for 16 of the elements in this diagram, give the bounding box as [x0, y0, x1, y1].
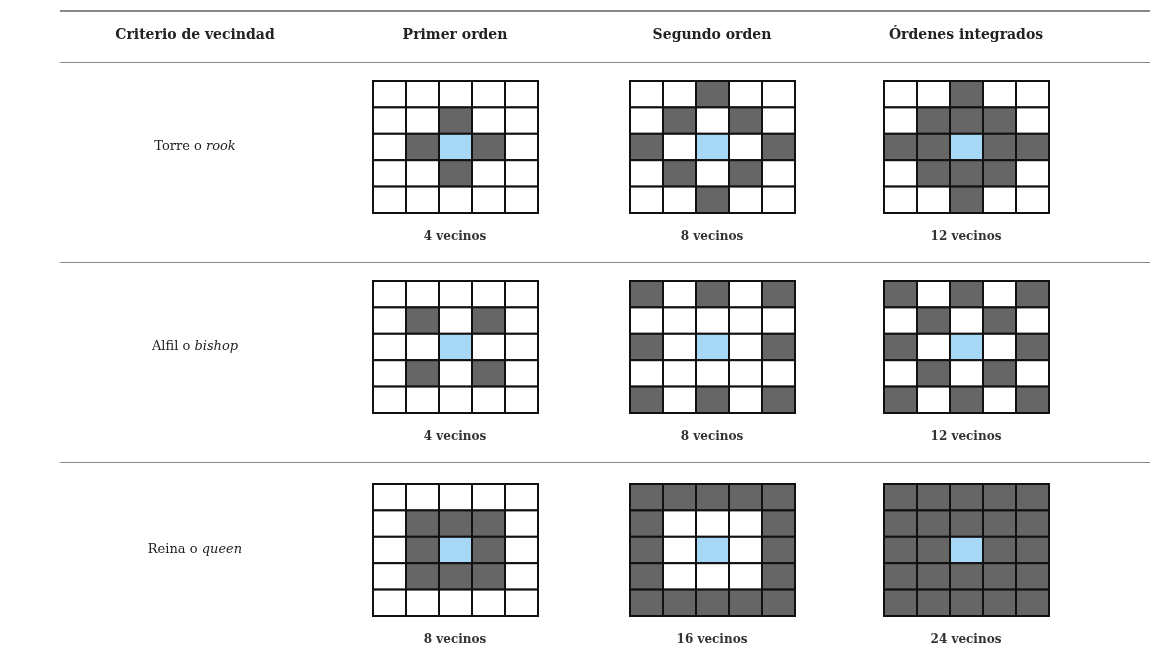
column-header: Segundo orden	[652, 26, 772, 42]
column-header: Órdenes integrados	[888, 26, 1044, 42]
row-label: Alfil o bishop	[151, 338, 239, 353]
neighbor-count: 8 vecinos	[423, 632, 487, 646]
neighbor-count: 24 vecinos	[930, 632, 1002, 646]
row-label: Torre o rook	[154, 138, 236, 153]
neighbor-count: 8 vecinos	[680, 229, 744, 243]
neighbor-count: 4 vecinos	[423, 429, 487, 443]
neighbor-count: 12 vecinos	[930, 229, 1002, 243]
neighbor-count: 8 vecinos	[680, 429, 744, 443]
neighbor-count: 4 vecinos	[423, 229, 487, 243]
neighbor-count: 16 vecinos	[676, 632, 748, 646]
column-header: Criterio de vecindad	[115, 26, 275, 42]
neighbor-count: 12 vecinos	[930, 429, 1002, 443]
column-header: Primer orden	[402, 26, 508, 42]
row-label: Reina o queen	[147, 541, 243, 556]
